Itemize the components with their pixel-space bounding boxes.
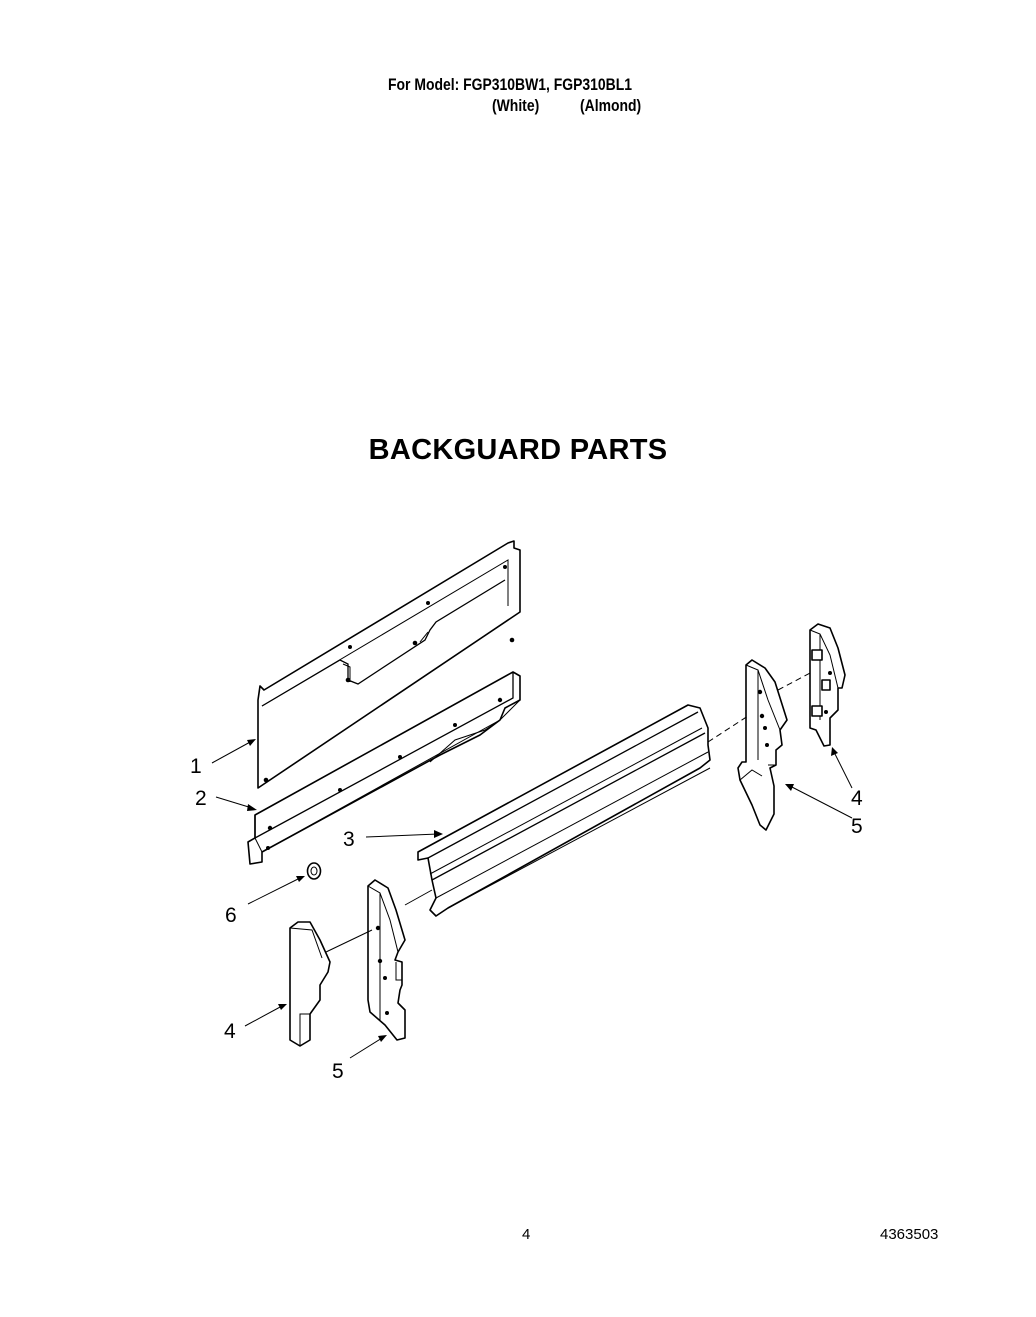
part-2-rail [247, 671, 521, 865]
color-almond-label: (Almond) [580, 96, 642, 115]
part-1-backguard-panel [257, 540, 521, 789]
assembly-line-left [325, 929, 373, 953]
callout-3: 3 [343, 828, 355, 851]
callout-5-left: 5 [332, 1060, 344, 1083]
callout-6: 6 [225, 904, 237, 927]
page-title: BACKGUARD PARTS [368, 434, 668, 466]
assembly-line-right [707, 715, 749, 743]
callout-5-right: 5 [851, 815, 863, 838]
part-6-nut [306, 862, 322, 880]
part-5-bracket-left [367, 879, 406, 1041]
callout-4-left: 4 [224, 1020, 236, 1043]
model-header: For Model: FGP310BW1, FGP310BL1 [388, 75, 633, 94]
leader-arrows [211, 739, 853, 1059]
part-5-bracket-right [737, 659, 788, 831]
assembly-line-left-trim [404, 889, 433, 906]
part-4-end-cap-left [289, 921, 331, 1047]
page-number: 4 [522, 1226, 531, 1243]
part-3-trim [417, 704, 711, 917]
part-4-end-cap-right [809, 623, 846, 747]
callout-1: 1 [190, 755, 202, 778]
callout-4-right: 4 [851, 787, 863, 810]
callout-2: 2 [195, 787, 207, 810]
color-white-label: (White) [492, 96, 540, 115]
document-number: 4363503 [880, 1226, 939, 1243]
assembly-line-right-cap [777, 671, 813, 691]
